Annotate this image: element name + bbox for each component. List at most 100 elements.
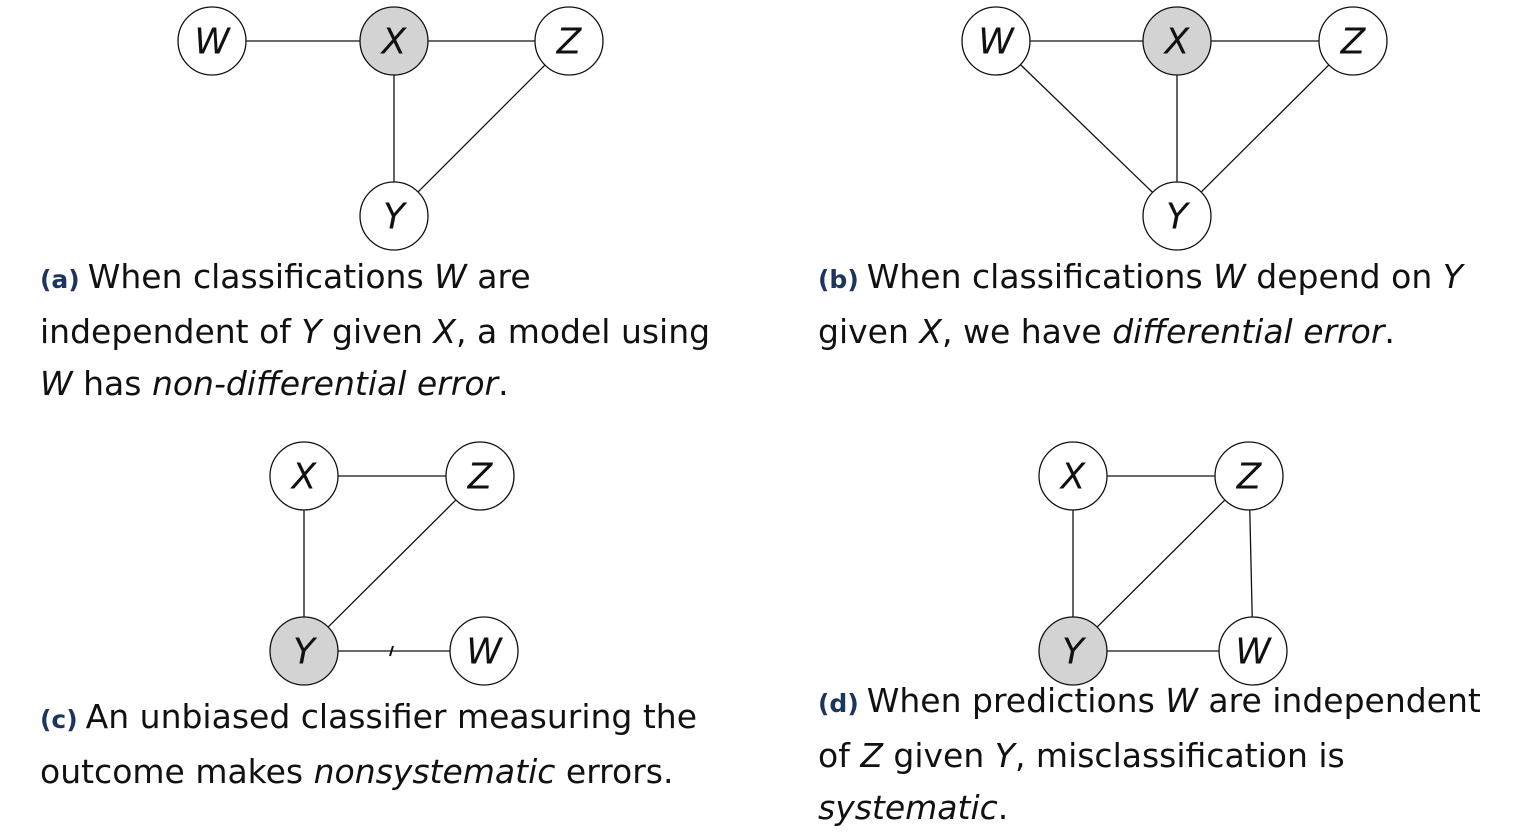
node-label: Y (293, 632, 318, 673)
node-label: W (466, 632, 503, 673)
node-c-x: X (269, 441, 339, 511)
caption-text: X (433, 312, 457, 351)
node-circle (359, 181, 429, 251)
node-label: X (380, 22, 408, 63)
node-a-z: Z (534, 6, 604, 76)
caption-text: given (882, 736, 995, 775)
caption-text: differential error (1112, 312, 1385, 351)
node-d-y: Y (1038, 616, 1108, 686)
node-circle (1142, 181, 1212, 251)
caption-text: When classifications (866, 257, 1214, 296)
caption-text: When predictions (866, 681, 1166, 720)
caption-text: Y (301, 312, 322, 351)
edge-d-z-w (1249, 509, 1253, 618)
node-circle (269, 616, 339, 686)
node-label: Z (467, 457, 494, 498)
node-c-z: Z (445, 441, 515, 511)
node-c-y: Y (269, 616, 339, 686)
caption-text: . (997, 788, 1009, 827)
caption-text: W (1165, 681, 1198, 720)
caption-text: are independent (1197, 681, 1481, 720)
node-label: W (1235, 632, 1272, 673)
node-a-w: W (177, 6, 247, 76)
edge-tick-mark (389, 645, 394, 657)
caption-a: (a)When classifications W are independent… (40, 251, 780, 410)
caption-tag: (c) (40, 705, 78, 734)
caption-text: . (498, 364, 509, 403)
caption-text: , a model using (456, 312, 711, 351)
caption-text: independent of (40, 312, 302, 351)
caption-text: of (818, 736, 861, 775)
caption-text: . (1384, 312, 1395, 351)
caption-text: are (466, 257, 531, 296)
caption-text: given (818, 312, 920, 351)
caption-text: systematic (818, 788, 998, 827)
node-circle (359, 6, 429, 76)
node-circle (961, 6, 1031, 76)
caption-text: W (1213, 257, 1246, 296)
node-label: Z (1236, 457, 1263, 498)
node-label: Y (383, 197, 408, 238)
caption-text: An unbiased classifier measuring the (85, 697, 698, 736)
caption-c: (c)An unbiased classifier measuring the o… (40, 691, 780, 798)
node-label: X (1059, 457, 1087, 498)
node-label: Z (556, 22, 583, 63)
caption-text: nonsystematic (313, 752, 556, 791)
node-circle (1218, 616, 1288, 686)
node-circle (1318, 6, 1388, 76)
caption-text: When classifications (87, 257, 435, 296)
node-d-z: Z (1214, 441, 1284, 511)
node-d-x: X (1038, 441, 1108, 511)
node-c-w: W (449, 616, 519, 686)
node-label: W (194, 22, 231, 63)
node-b-y: Y (1142, 181, 1212, 251)
caption-text: Z (860, 736, 883, 775)
caption-text: errors. (555, 752, 674, 791)
node-circle (1142, 6, 1212, 76)
node-circle (449, 616, 519, 686)
caption-text: W (40, 364, 73, 403)
caption-text: given (321, 312, 434, 351)
node-circle (445, 441, 515, 511)
caption-text: Y (994, 736, 1015, 775)
caption-tag: (a) (40, 265, 80, 294)
edge-c-z-y (327, 499, 457, 628)
caption-text: outcome makes (40, 752, 314, 791)
node-circle (177, 6, 247, 76)
caption-text: W (434, 257, 467, 296)
node-circle (1038, 441, 1108, 511)
caption-tag: (b) (818, 265, 859, 294)
node-a-y: Y (359, 181, 429, 251)
node-a-x: X (359, 6, 429, 76)
node-b-z: Z (1318, 6, 1388, 76)
node-circle (1214, 441, 1284, 511)
edges-layer (246, 40, 1330, 652)
caption-text: non-differential error (151, 364, 499, 403)
caption-text: , misclassification is (1014, 736, 1345, 775)
caption-tag: (d) (818, 689, 859, 718)
node-circle (534, 6, 604, 76)
caption-text: , we have (941, 312, 1113, 351)
node-b-w: W (961, 6, 1031, 76)
edge-d-z-y (1096, 499, 1226, 628)
node-circle (269, 441, 339, 511)
caption-text: has (72, 364, 152, 403)
decor-layer (389, 645, 394, 657)
node-label: X (290, 457, 318, 498)
node-d-w: W (1218, 616, 1288, 686)
node-label: X (1163, 22, 1191, 63)
caption-text: Y (1442, 257, 1463, 296)
caption-text: X (919, 312, 942, 351)
edge-b-z-y (1200, 64, 1330, 193)
node-b-x: X (1142, 6, 1212, 76)
edge-b-w-y (1019, 64, 1154, 193)
node-label: Y (1166, 197, 1191, 238)
node-label: Y (1062, 632, 1087, 673)
node-label: W (978, 22, 1015, 63)
caption-text: depend on (1245, 257, 1443, 296)
node-circle (1038, 616, 1108, 686)
